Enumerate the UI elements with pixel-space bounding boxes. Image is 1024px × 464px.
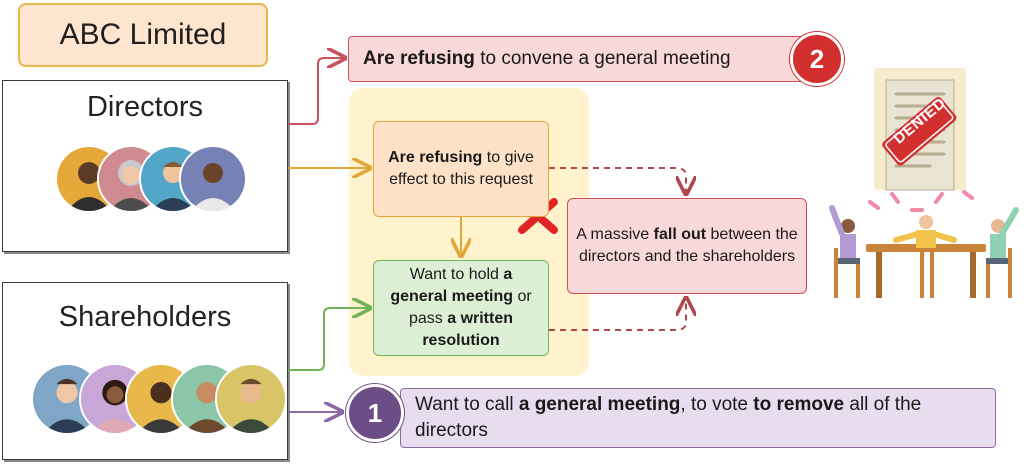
directors-group: Directors: [2, 80, 288, 252]
node-want-hold-meeting: Want to hold a general meeting or pass a…: [373, 260, 549, 356]
step-2-badge: 2: [790, 32, 844, 86]
shareholders-title: Shareholders: [58, 301, 232, 333]
node-want-call-meeting: Want to call a general meeting, to vote …: [400, 388, 996, 448]
node-massive-fall-out: A massive fall out between the directors…: [567, 198, 807, 294]
node-refusing-convene: Are refusing to convene a general meetin…: [348, 36, 810, 82]
company-title: ABC Limited: [18, 3, 268, 67]
shareholder-avatar: [215, 363, 287, 435]
director-avatar: [179, 145, 247, 213]
arguing-people-icon: [829, 190, 1019, 298]
step-1-badge: 1: [346, 384, 404, 442]
node-refusing-give-effect: Are refusing to give effect to this requ…: [373, 121, 549, 217]
denied-document-icon: [874, 68, 966, 191]
directors-title: Directors: [86, 91, 203, 123]
shareholders-group: Shareholders: [2, 282, 288, 460]
